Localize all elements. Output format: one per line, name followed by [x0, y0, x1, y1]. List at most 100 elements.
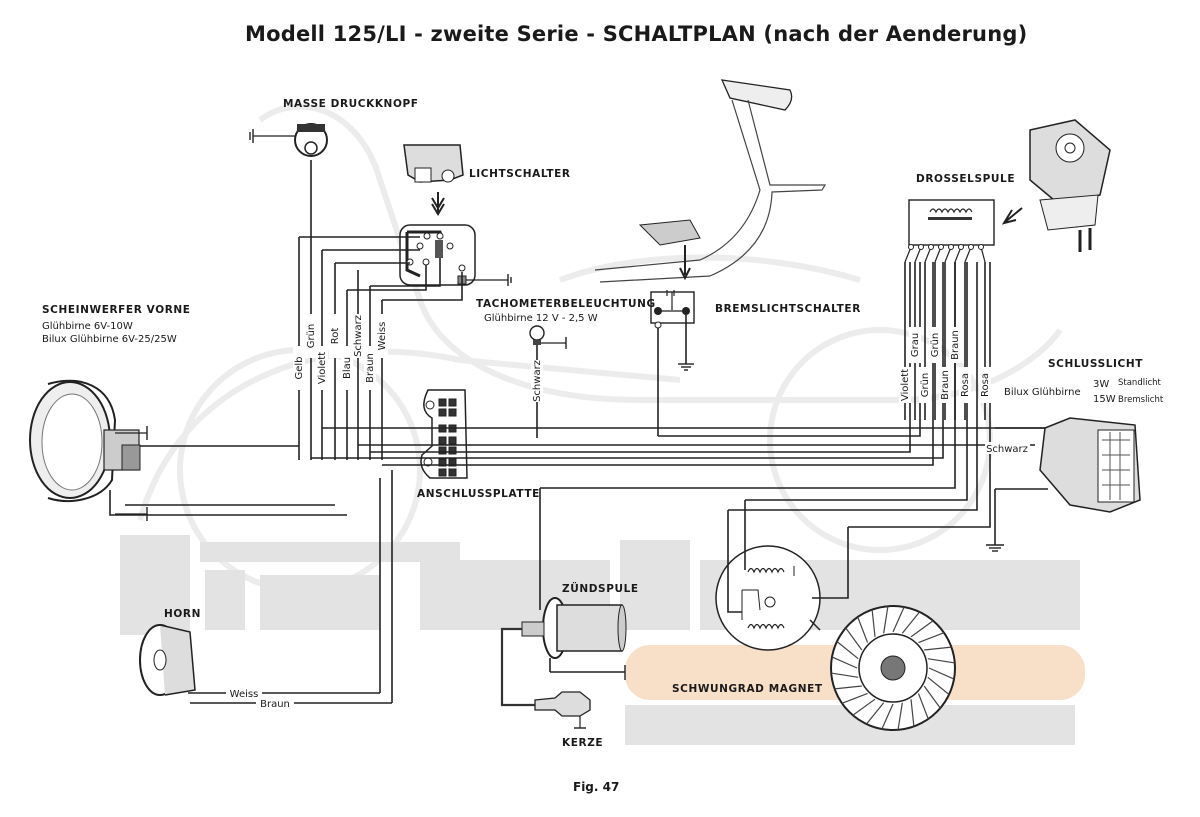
drossel-terminal [958, 244, 964, 250]
terminal [448, 458, 457, 467]
wire-label-bg [293, 346, 305, 390]
headlight-wire [370, 258, 441, 287]
flywheel-fin [831, 656, 858, 669]
wire-label-bg [256, 698, 294, 709]
schwungrad-magnet-device [830, 605, 956, 731]
wire-color-label: Blau [342, 357, 353, 379]
flywheel-fin [901, 611, 920, 634]
harness-wire [370, 262, 911, 453]
horn-device [139, 624, 392, 704]
flywheel-fin [927, 676, 950, 695]
wire-color-label: Schwarz [532, 360, 543, 402]
wire-color-label: Schwarz [353, 315, 364, 357]
terminal [438, 408, 447, 417]
wire-label-bg [531, 360, 543, 402]
wire-label-bg [352, 314, 364, 358]
headlight-wire [347, 265, 427, 291]
wire-label-bg [226, 688, 262, 699]
flywheel-fin [881, 703, 894, 730]
label-tachometerbeleuchtung: TACHOMETERBELEUCHTUNG [476, 298, 656, 310]
wire-label-bg [959, 367, 971, 403]
wire-color-label: Schwarz [986, 444, 1028, 455]
wire-label-bg [316, 346, 328, 390]
drosselspule-coil-drawing [1029, 119, 1111, 252]
wire-color-label: Braun [365, 353, 376, 383]
wire-color-label: Rosa [960, 373, 971, 397]
wire-color-label: Violett [317, 352, 328, 384]
harness-wire [311, 262, 944, 459]
terminal [438, 468, 447, 477]
flywheel-fin [892, 606, 905, 633]
flywheel-fin [857, 616, 869, 643]
label-anschlussplatte: ANSCHLUSSPLATTE [417, 488, 540, 500]
terminal [448, 398, 457, 407]
drossel-terminal [928, 244, 934, 250]
bulb-icon [529, 325, 545, 341]
tachometer-spec: Glühbirne 12 V - 2,5 W [484, 313, 598, 324]
ground-symbol-icon [986, 544, 1004, 552]
wire-label-bg [364, 346, 376, 390]
watermark-letter [620, 540, 690, 630]
flywheel-fin [897, 702, 903, 730]
wire-color-label: Gelb [294, 356, 305, 379]
harness-wire [727, 510, 742, 613]
ground-symbol-icon [678, 363, 694, 371]
watermark-letter [205, 570, 245, 630]
main-harness [311, 262, 1045, 703]
masse-druckknopf-device [249, 123, 328, 157]
flywheel-fin [928, 667, 955, 680]
wire-color-label: Violett [900, 369, 911, 401]
drossel-terminal [918, 244, 924, 250]
page-title: Modell 125/LI - zweite Serie - SCHALTPLA… [245, 22, 1028, 46]
scheinwerfer-spec-1: Glühbirne 6V-10W [42, 321, 133, 332]
wire-color-label: Grau [910, 333, 921, 357]
coil-winding-icon [929, 208, 973, 214]
harness-wire [848, 262, 991, 528]
arrow-down-icon [679, 245, 691, 281]
lichtschalter-device [403, 144, 464, 216]
flywheel-fin [924, 646, 952, 651]
drossel-terminal [968, 244, 974, 250]
schlusslicht-watt-2: 15W [1093, 394, 1116, 405]
flywheel-fin [910, 699, 915, 727]
terminal [438, 436, 447, 445]
lichtschalter-switchbox [399, 224, 512, 286]
harness-wire [658, 262, 921, 437]
wire-color-label: Rot [330, 328, 341, 345]
label-schlusslicht: SCHLUSSLICHT [1048, 358, 1144, 370]
label-horn: HORN [164, 608, 201, 620]
wire-color-label: Grün [920, 373, 931, 398]
flywheel-fin [883, 606, 889, 634]
flywheel-fin [910, 620, 934, 638]
label-masse-druckknopf: MASSE DRUCKKNOPF [283, 98, 419, 110]
figure-label: Fig. 47 [573, 780, 620, 794]
wire-label-bg [899, 367, 911, 403]
watermark-letter [260, 575, 380, 630]
wire-color-label: Weiss [377, 322, 388, 351]
wire-label-bg [341, 346, 353, 390]
terminal [438, 398, 447, 407]
label-zuendspule: ZÜNDSPULE [562, 583, 639, 595]
wire-label-bg [929, 327, 941, 363]
scheinwerfer-spec-2: Bilux Glühbirne 6V-25/25W [42, 334, 177, 345]
wire-labels: GelbGrünViolettRotBlauSchwarzBraunWeissS… [226, 314, 1030, 710]
drossel-terminal [938, 244, 944, 250]
wire-color-label: Grün [306, 324, 317, 349]
drossel-terminal [908, 244, 914, 250]
headlight-wire [109, 490, 347, 516]
schlusslicht-use-2: Bremslicht [1118, 395, 1164, 405]
arrow-icon [1001, 207, 1023, 225]
wire-color-label: Braun [260, 699, 290, 710]
watermark-letter [120, 535, 190, 635]
drossel-terminal [948, 244, 954, 250]
flywheel-fin [918, 632, 945, 644]
bremslichtschalter-device [650, 290, 695, 436]
label-schwungrad-magnet: SCHWUNGRAD MAGNET [672, 683, 823, 695]
harness-wire [812, 527, 849, 599]
watermark-letter [200, 542, 460, 562]
terminal [448, 468, 457, 477]
terminal [438, 458, 447, 467]
label-drosselspule: DROSSELSPULE [916, 173, 1016, 185]
wire-color-label: Rosa [980, 373, 991, 397]
